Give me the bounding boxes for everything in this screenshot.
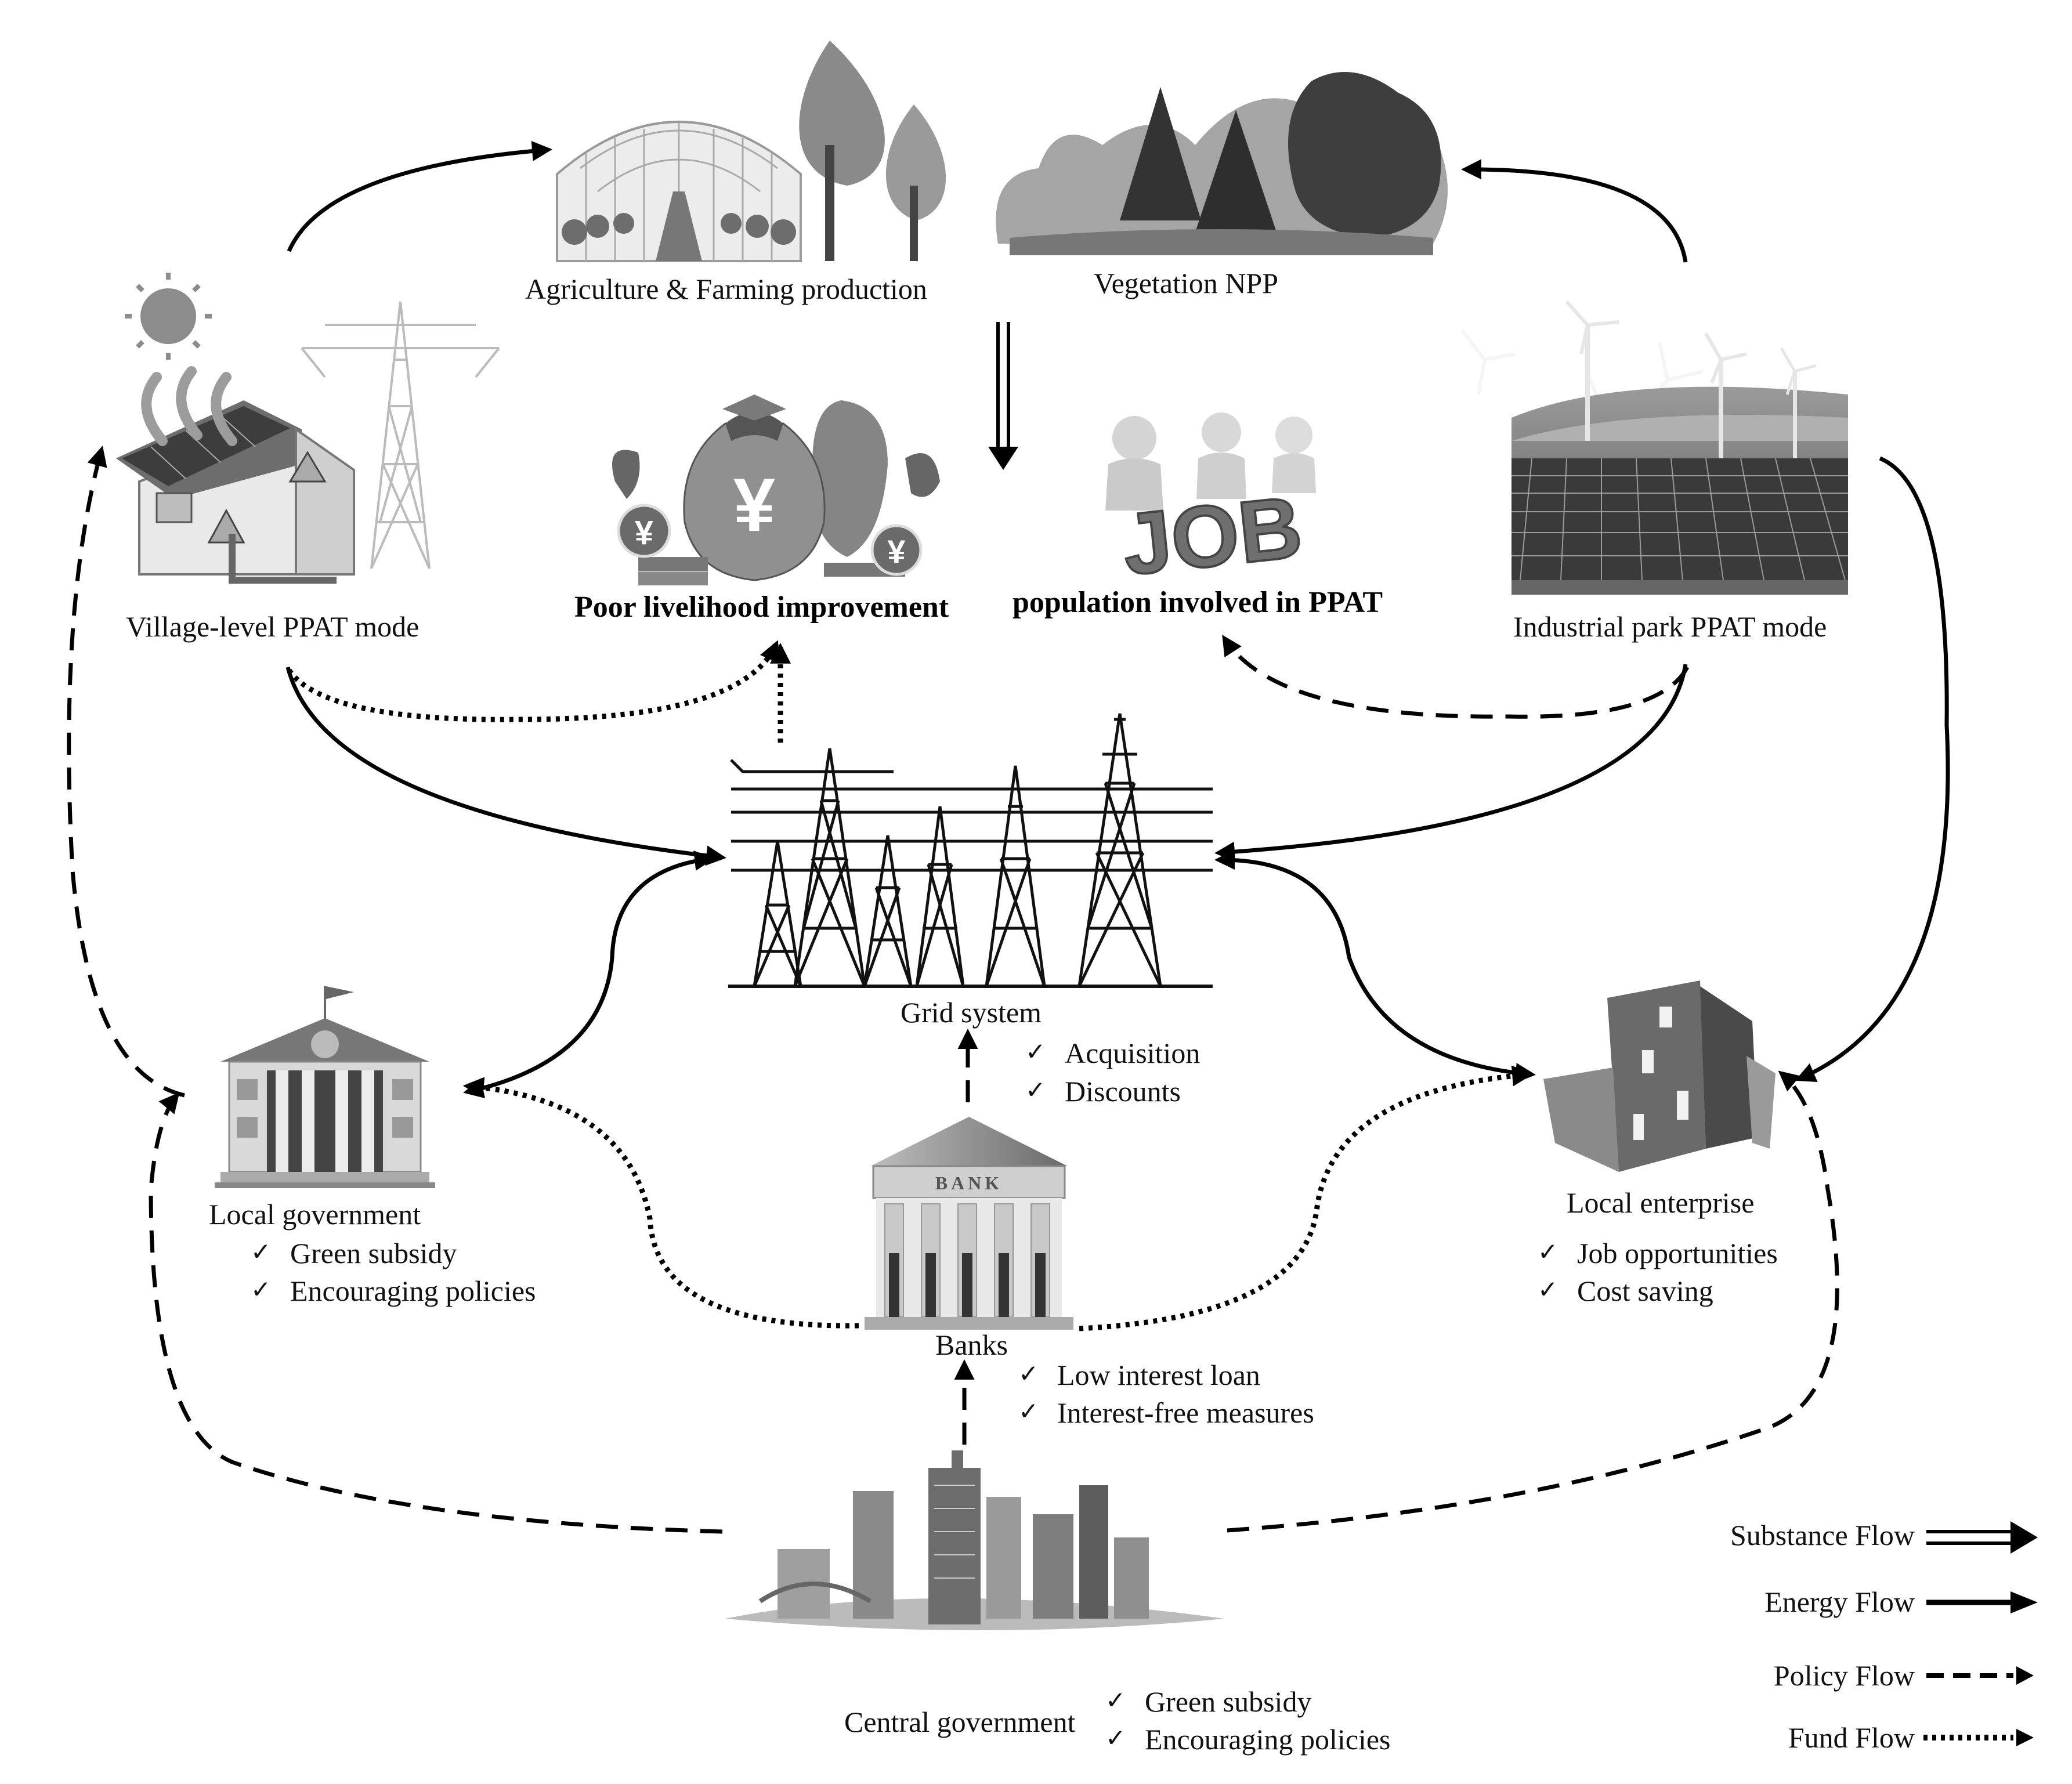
legend-substance-label: Substance Flow bbox=[1730, 1519, 1915, 1551]
checklist-item: Cost saving bbox=[1577, 1275, 1713, 1307]
policy-flow-central-to-localgov bbox=[149, 1092, 723, 1534]
coin-icon: ¥ ¥ bbox=[617, 504, 923, 585]
wind-turbine-masts bbox=[1565, 300, 1817, 458]
flows bbox=[67, 140, 1950, 1534]
check-mark: ✓ bbox=[1538, 1237, 1558, 1266]
legend-substance-arrow bbox=[2010, 1521, 2038, 1554]
fund-flow-banks-to-enterprise bbox=[1079, 1065, 1534, 1331]
check-mark: ✓ bbox=[1105, 1724, 1126, 1752]
energy-flow-village-to-grid bbox=[285, 667, 726, 866]
checklist-item: Low interest loan bbox=[1057, 1359, 1260, 1391]
industrial-label: Industrial park PPAT mode bbox=[1513, 610, 1827, 643]
energy-flow-industrial-to-grid bbox=[1214, 664, 1688, 862]
check-mark: ✓ bbox=[1105, 1686, 1126, 1714]
check-mark: ✓ bbox=[251, 1275, 271, 1304]
currency-symbol: ¥ bbox=[733, 462, 775, 547]
policy-flow-industrial-to-population bbox=[1222, 635, 1690, 719]
banks-checklist: ✓ Low interest loan ✓ Interest-free meas… bbox=[1018, 1359, 1314, 1429]
policy-flow-central-to-enterprise bbox=[1227, 1070, 1839, 1533]
energy-flow-industrial-to-vegetation bbox=[1461, 159, 1688, 263]
solar-farm-icon bbox=[1511, 386, 1848, 595]
checklist-item: Green subsidy bbox=[1145, 1685, 1311, 1718]
enterprise-building-icon bbox=[1543, 980, 1776, 1172]
energy-flow-village-to-agriculture bbox=[287, 140, 552, 252]
bank-building-icon: BANK bbox=[865, 1117, 1073, 1330]
coin-symbol-left: ¥ bbox=[635, 514, 653, 552]
check-mark: ✓ bbox=[1018, 1359, 1039, 1388]
energy-flow-grid-localgov bbox=[463, 851, 715, 1099]
pylon-icon bbox=[301, 301, 500, 569]
legend-policy-arrow bbox=[2016, 1666, 2034, 1685]
local-gov-label: Local government bbox=[209, 1198, 421, 1231]
energy-flow-grid-enterprise bbox=[1214, 849, 1536, 1083]
enterprise-checklist: ✓ Job opportunities ✓ Cost saving bbox=[1538, 1237, 1778, 1307]
legend: Substance Flow Energy Flow Policy Flow F… bbox=[1730, 1519, 2038, 1754]
central-gov-checklist: ✓ Green subsidy ✓ Encouraging policies bbox=[1105, 1685, 1391, 1756]
policy-flow-localgov-to-village bbox=[67, 446, 185, 1098]
village-label: Village-level PPAT mode bbox=[126, 610, 419, 643]
checklist-item: Green subsidy bbox=[290, 1237, 457, 1269]
forest-icon bbox=[996, 72, 1448, 255]
grid-label: Grid system bbox=[901, 996, 1042, 1029]
money-bag-icon: ¥ bbox=[612, 395, 940, 581]
enterprise-label: Local enterprise bbox=[1567, 1186, 1754, 1219]
check-mark: ✓ bbox=[251, 1237, 271, 1266]
agriculture-label: Agriculture & Farming production bbox=[525, 273, 927, 305]
sun-icon bbox=[125, 273, 212, 360]
checklist-item: Encouraging policies bbox=[1145, 1723, 1391, 1756]
city-skyline-icon bbox=[725, 1450, 1224, 1630]
checklist-item: Interest-free measures bbox=[1057, 1396, 1314, 1429]
banks-label: Banks bbox=[935, 1329, 1008, 1361]
checklist-item: Acquisition bbox=[1065, 1037, 1200, 1069]
livelihood-label: Poor livelihood improvement bbox=[574, 591, 949, 624]
check-mark: ✓ bbox=[1025, 1076, 1046, 1104]
job-sign: JOB bbox=[1118, 477, 1306, 593]
grid-checklist: ✓ Acquisition ✓ Discounts bbox=[1025, 1037, 1200, 1108]
solar-house-icon bbox=[116, 366, 355, 584]
checklist-item: Encouraging policies bbox=[290, 1275, 536, 1307]
check-mark: ✓ bbox=[1538, 1275, 1558, 1304]
energy-flow-industrial-to-enterprise bbox=[1795, 456, 1950, 1083]
fund-flow-banks-to-localgov bbox=[462, 1077, 859, 1329]
fund-flow-village-to-livelihood bbox=[287, 640, 779, 722]
grid-tower-icon bbox=[728, 713, 1213, 988]
legend-policy-label: Policy Flow bbox=[1774, 1659, 1915, 1692]
check-mark: ✓ bbox=[1025, 1037, 1046, 1066]
government-building-icon bbox=[215, 986, 435, 1188]
vegetation-label: Vegetation NPP bbox=[1094, 267, 1278, 299]
job-people-icon: JOB bbox=[1105, 412, 1316, 595]
central-gov-label: Central government bbox=[844, 1706, 1076, 1738]
check-mark: ✓ bbox=[1018, 1397, 1039, 1425]
legend-fund-arrow bbox=[2016, 1729, 2034, 1746]
substance-flow-to-livelihood bbox=[988, 322, 1018, 470]
bank-sign: BANK bbox=[935, 1173, 1003, 1193]
legend-energy-label: Energy Flow bbox=[1764, 1586, 1915, 1618]
population-label: population involved in PPAT bbox=[1013, 586, 1383, 619]
checklist-item: Discounts bbox=[1065, 1075, 1181, 1108]
greenhouse-icon bbox=[556, 121, 802, 262]
tree-icon bbox=[799, 41, 946, 261]
checklist-item: Job opportunities bbox=[1577, 1237, 1778, 1269]
legend-fund-label: Fund Flow bbox=[1788, 1721, 1915, 1754]
local-gov-checklist: ✓ Green subsidy ✓ Encouraging policies bbox=[251, 1237, 536, 1307]
coin-symbol-right: ¥ bbox=[887, 533, 905, 570]
legend-energy-arrow bbox=[2010, 1591, 2038, 1613]
